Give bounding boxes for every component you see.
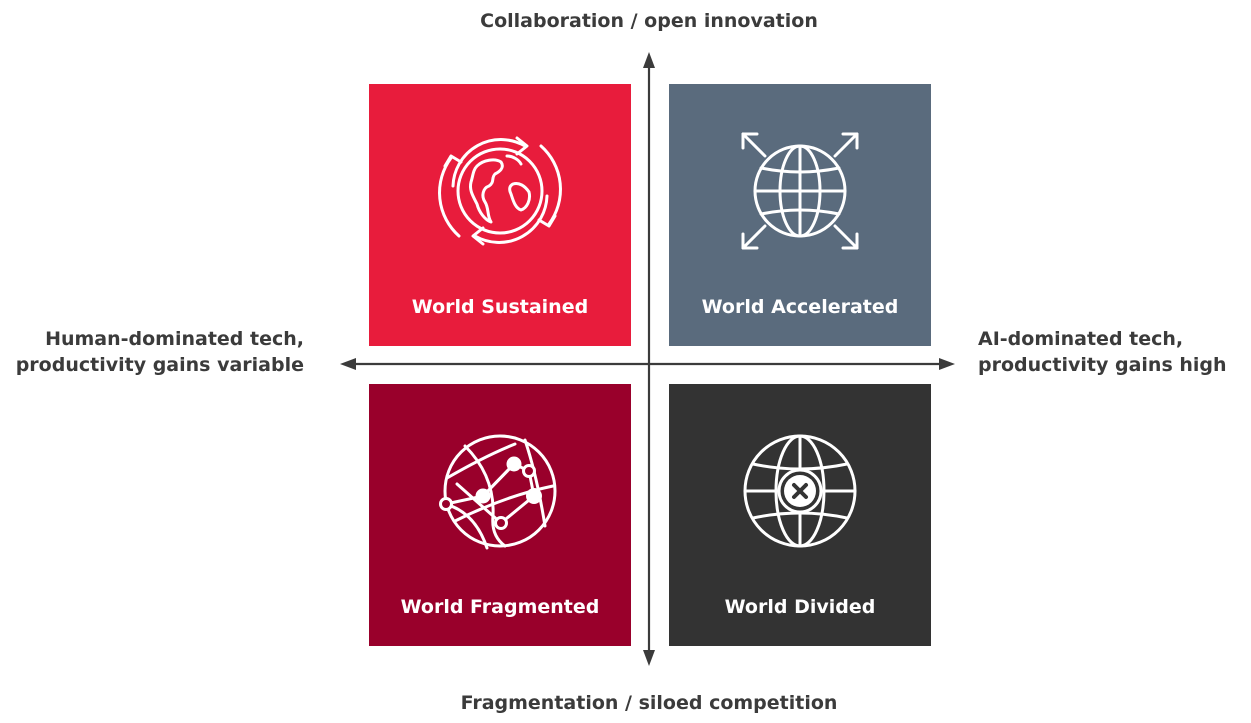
quadrant-world-fragmented: World Fragmented bbox=[369, 384, 631, 646]
quadrant-world-accelerated: World Accelerated bbox=[669, 84, 931, 346]
axis-label-left-line1: Human-dominated tech, bbox=[45, 328, 304, 350]
axis-label-bottom: Fragmentation / siloed competition bbox=[460, 692, 838, 714]
quadrant-title: World Divided bbox=[724, 596, 876, 618]
axis-label-top: Collaboration / open innovation bbox=[480, 10, 818, 32]
globe-x-icon bbox=[743, 434, 857, 548]
quadrant-world-sustained: World Sustained bbox=[369, 84, 631, 346]
axis-label-right: AI-dominated tech, productivity gains hi… bbox=[978, 326, 1227, 378]
arrow-down-icon bbox=[643, 650, 655, 666]
axis-label-left: Human-dominated tech, productivity gains… bbox=[16, 326, 304, 378]
axis-label-left-line2: productivity gains variable bbox=[15, 354, 304, 376]
quadrant-title: World Sustained bbox=[411, 296, 589, 318]
arrow-right-icon bbox=[939, 358, 955, 370]
quadrant-title: World Fragmented bbox=[400, 596, 600, 618]
globe-cycle-icon bbox=[438, 136, 562, 246]
quadrant-world-divided: World Divided bbox=[669, 384, 931, 646]
globe-expand-icon bbox=[741, 132, 859, 250]
globe-network-icon bbox=[439, 434, 557, 550]
axis-label-right-line2: productivity gains high bbox=[978, 354, 1227, 376]
quadrant-title: World Accelerated bbox=[701, 296, 899, 318]
arrow-up-icon bbox=[643, 52, 655, 68]
axis-label-right-line1: AI-dominated tech, bbox=[978, 328, 1184, 350]
arrow-left-icon bbox=[340, 358, 356, 370]
